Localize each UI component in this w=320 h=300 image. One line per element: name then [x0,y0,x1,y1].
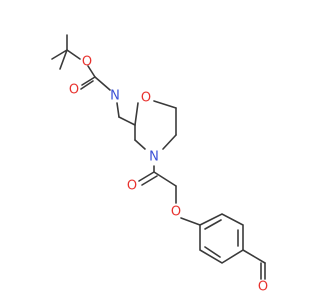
bond-ester-oxygen-to-carbonyl-carbon [87,65,96,78]
atom-o-amide: O [127,179,137,194]
atom-o-morpholine: O [141,91,151,106]
bond-carbamate-carbonyl-double-a [81,76,96,86]
bond-ring-c2-to-oxygen [134,102,139,126]
benzene-inner-bond-3 [204,246,221,258]
bond-amide-carbonyl-double-a [138,171,155,182]
benzene-ring [199,213,244,264]
atom-n-morpholine: N [149,150,159,165]
molecule-structure-diagram: O O N O N O O O [51,34,268,295]
atom-o-ether: O [171,205,181,220]
bond-carbonyl-carbon-to-nitrogen [94,76,111,91]
bond-tbu-methyl-left [51,49,68,60]
bond-methylene-to-morpholine [118,116,136,126]
bond-carbamate-carbonyl-double-b [80,80,94,90]
benzene-inner-bond-1 [204,219,222,230]
atom-o-aldehyde: O [258,280,268,295]
bond-amide-carbonyl-double-b [141,175,158,186]
bond-tbu-to-ester-oxygen [66,49,81,60]
atom-o-carbonyl-carbamate: O [69,83,79,98]
bond-amide-carbon-to-methylene [153,171,177,187]
bond-ring-c5-to-nitrogen [162,134,177,150]
atom-o-ester-carbamate: O [82,55,92,70]
atom-n-carbamate: N [110,89,120,104]
bond-ring-oxygen-to-c6 [153,100,177,109]
bond-ether-oxygen-to-ring [180,217,201,226]
bond-nitrogen-to-methylene [116,102,120,118]
bond-ring-nitrogen-to-c3 [134,139,146,150]
structure-canvas: O O N O N O O O [51,34,268,295]
bond-ring-to-aldehyde-carbon [242,249,266,264]
bond-tbu-methyl-bottom [59,49,68,70]
